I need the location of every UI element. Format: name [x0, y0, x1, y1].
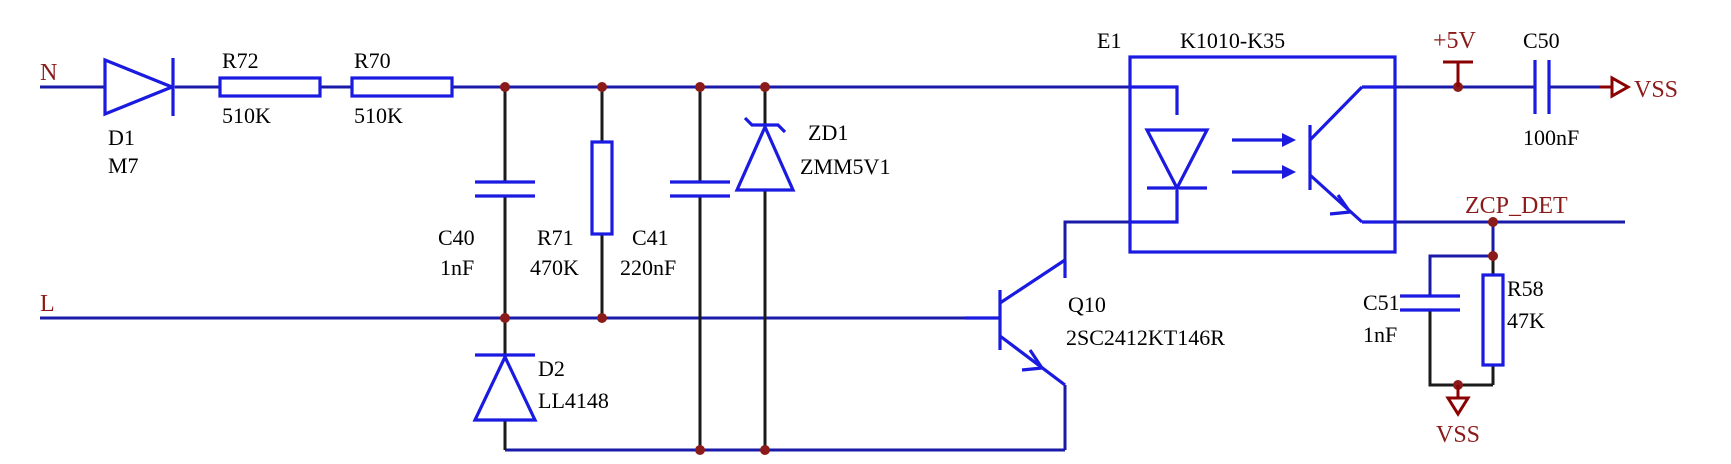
c51-value: 1nF [1363, 322, 1397, 347]
junction [500, 313, 510, 323]
zener-triangle [734, 123, 796, 192]
junction [760, 82, 770, 92]
led-cathode-lead [1130, 190, 1179, 224]
resistor-r70-symbol [350, 76, 454, 98]
net-label-n: N [40, 60, 57, 86]
zd1-value: ZMM5V1 [800, 154, 890, 179]
transistor-collector [999, 258, 1066, 305]
e1-value: K1010-K35 [1180, 28, 1285, 53]
c40-value: 1nF [440, 255, 474, 280]
junction [597, 82, 607, 92]
optocoupler-e1-symbol [1128, 55, 1397, 254]
vss-symbol-top [1600, 75, 1632, 99]
junction [695, 445, 705, 455]
d1-value: M7 [108, 153, 139, 178]
labels: N L D1 M7 R72 510K R70 510K C40 1nF R71 … [40, 28, 1678, 448]
vss-symbol-bottom [1445, 385, 1471, 417]
led-triangle [1144, 128, 1210, 192]
resistor-r58-symbol [1481, 273, 1505, 367]
phototransistor-emitter [1308, 173, 1364, 224]
junctions [500, 82, 1498, 455]
capacitor-c51-symbol [1400, 294, 1460, 312]
diode-d2-symbol [472, 353, 538, 422]
d2-value: LL4148 [538, 388, 609, 413]
d1-ref: D1 [108, 125, 135, 150]
diode-triangle [472, 353, 538, 422]
capacitor-c41-symbol [670, 180, 730, 198]
r70-ref: R70 [354, 48, 391, 73]
r58-value: 47K [1507, 308, 1545, 333]
junction [1488, 217, 1498, 227]
zcp-det-label: ZCP_DET [1465, 193, 1568, 219]
transistor-emitter [999, 334, 1066, 387]
c50-value: 100nF [1523, 125, 1579, 150]
zener-zd1-symbol [734, 116, 796, 192]
light-arrow-head [1282, 133, 1296, 147]
junction [760, 445, 770, 455]
wire-c51-bottom [1428, 310, 1493, 387]
r70-value: 510K [354, 103, 403, 128]
r72-value: 510K [222, 103, 271, 128]
r72-ref: R72 [222, 48, 259, 73]
d2-ref: D2 [538, 356, 565, 381]
light-arrow-head [1282, 165, 1296, 179]
r71-value: 470K [530, 255, 579, 280]
c41-ref: C41 [632, 225, 669, 250]
diode-d1-symbol [103, 57, 177, 117]
capacitor-c40-symbol [475, 180, 535, 198]
junction [695, 82, 705, 92]
junction [500, 82, 510, 92]
e1-ref: E1 [1097, 28, 1121, 53]
vcc-label: +5V [1433, 28, 1477, 54]
vss-triangle [1445, 396, 1471, 417]
junction [597, 313, 607, 323]
wire-c51-top [1428, 222, 1495, 296]
vss-triangle [1610, 75, 1632, 99]
transistor-q10-symbol [965, 258, 1067, 387]
junction [1488, 251, 1498, 261]
phototransistor-arrow [1329, 194, 1353, 216]
transistor-emitter-arrow [1021, 349, 1045, 372]
vcc-power-symbol [1443, 60, 1473, 87]
led-anode-lead [1130, 85, 1179, 115]
diode-triangle [103, 57, 177, 117]
q10-ref: Q10 [1068, 292, 1106, 317]
capacitor-c50-symbol [1533, 60, 1551, 114]
r58-ref: R58 [1507, 276, 1544, 301]
c50-ref: C50 [1523, 28, 1560, 53]
optocoupler-body [1128, 55, 1397, 254]
zener-cathode-bar [743, 116, 787, 134]
vss-label-top: VSS [1634, 77, 1678, 103]
zd1-ref: ZD1 [808, 120, 848, 145]
c41-value: 220nF [620, 255, 676, 280]
net-label-l: L [40, 291, 55, 317]
resistor-r71-symbol [590, 140, 614, 236]
q10-value: 2SC2412KT146R [1066, 325, 1225, 350]
resistor-r72-symbol [218, 76, 322, 98]
c51-ref: C51 [1363, 290, 1400, 315]
r71-ref: R71 [537, 225, 574, 250]
phototransistor-collector [1308, 85, 1364, 142]
vss-label-bottom: VSS [1436, 422, 1480, 448]
wire-q10-collector [1063, 220, 1130, 278]
c40-ref: C40 [438, 225, 475, 250]
